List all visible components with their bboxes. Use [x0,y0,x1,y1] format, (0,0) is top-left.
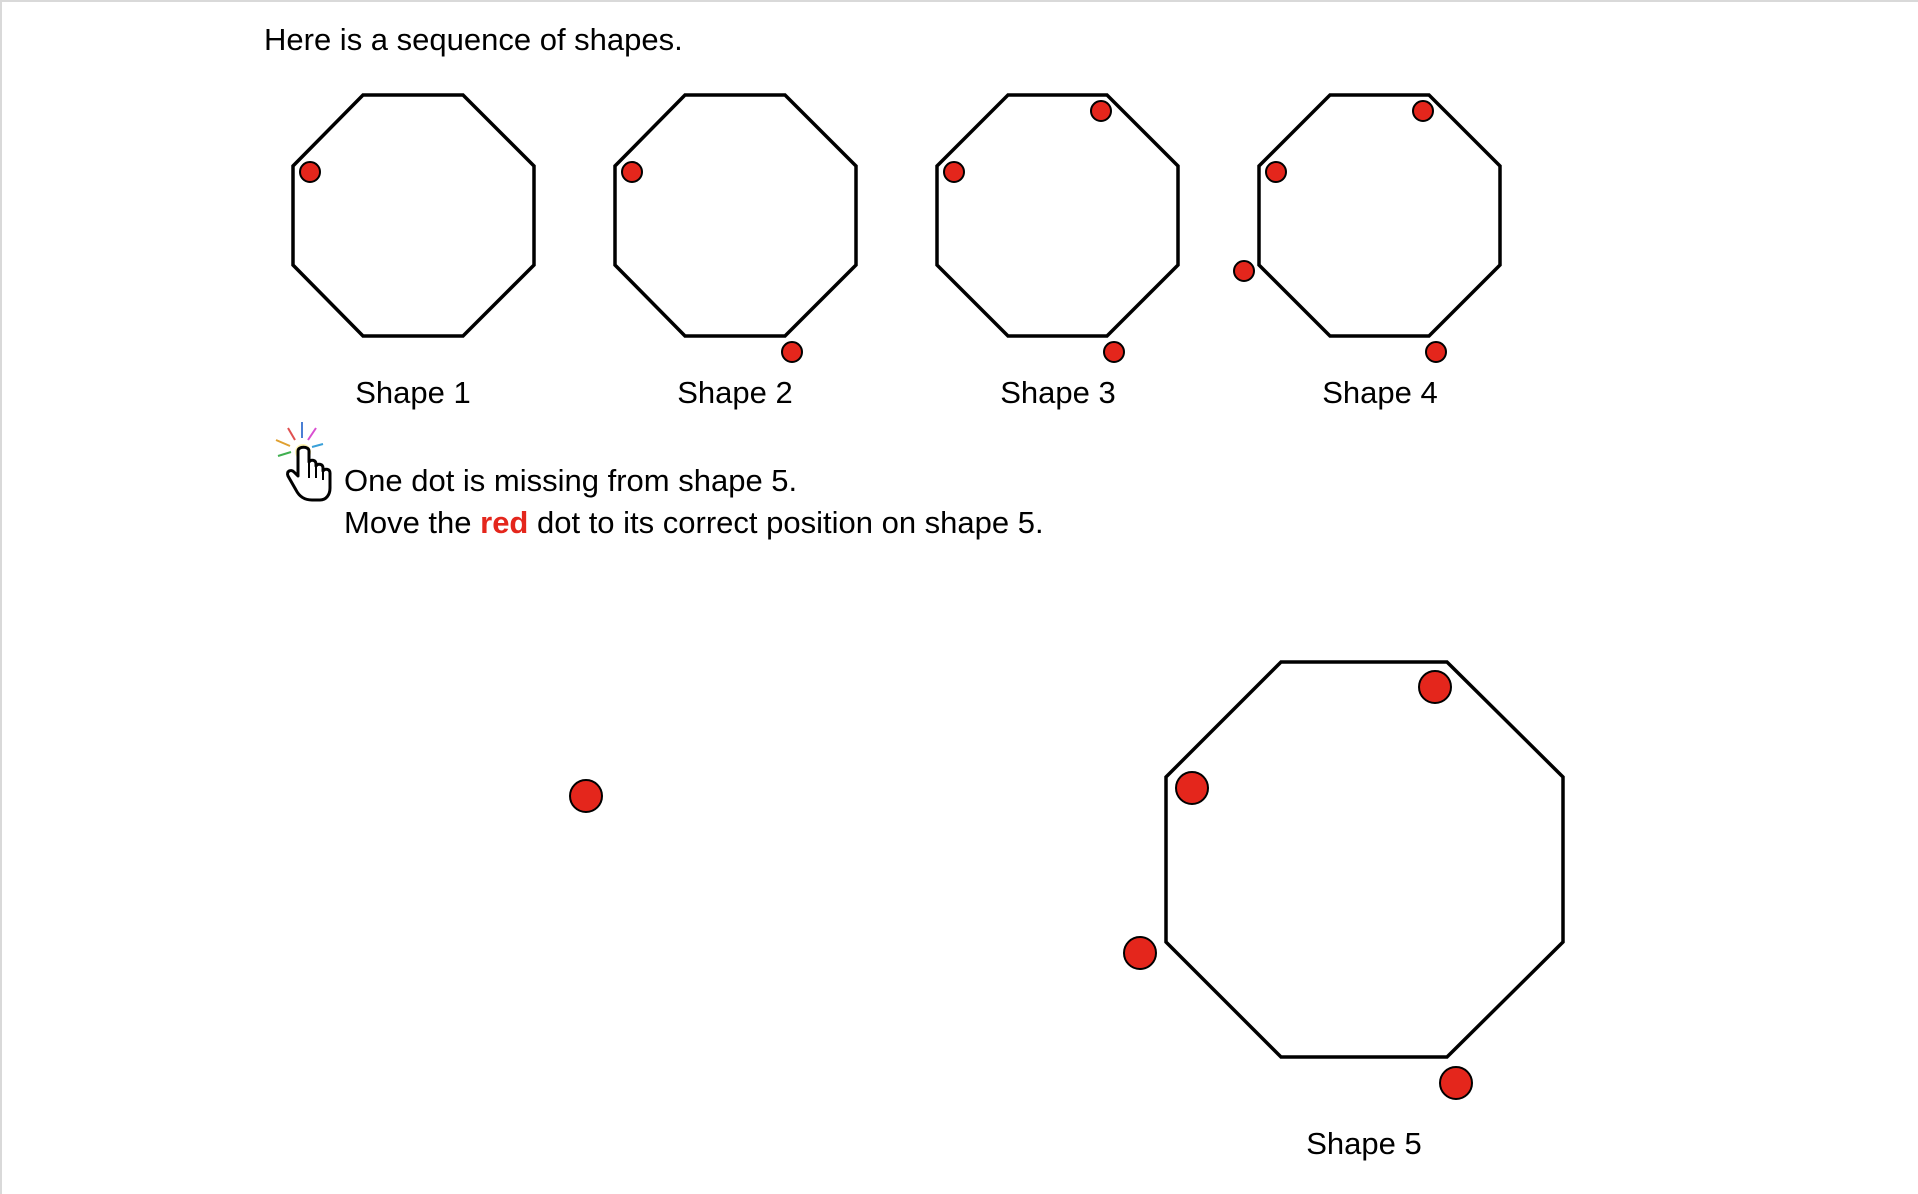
frame-left-border [0,0,2,1194]
shape-2-dot-upper-left [621,161,643,183]
instructions-line-2-end: dot to its correct position on shape 5. [528,505,1044,540]
shape-3-dot-upper-left [943,161,965,183]
draggable-red-dot[interactable] [569,779,603,813]
shape-4-label: Shape 4 [1322,375,1438,410]
shape-4: Shape 4 [1233,93,1502,410]
shape-4-dot-upper-right [1412,100,1434,122]
shape-5-dot-lower-right [1439,1066,1473,1100]
intro-text: Here is a sequence of shapes. [264,22,683,57]
shape-2: Shape 2 [613,93,858,410]
hint-pointer-icon[interactable] [268,418,336,508]
red-highlight-word: red [480,505,529,540]
instructions-line-2-start: Move the [344,505,481,540]
shape-4-octagon [1257,93,1502,338]
shape-5-dot-upper-right [1418,670,1452,704]
shape-3-octagon [935,93,1180,338]
shape-1-dot-upper-left [299,161,321,183]
instructions-text: One dot is missing from shape 5. Move th… [344,460,1044,544]
shape-5-dot-lower-left [1123,936,1157,970]
instructions-line-2: Move the red dot to its correct position… [344,502,1044,544]
sparkle-hand-icon [275,422,332,502]
shape-3-dot-lower-right [1103,341,1125,363]
shape-5[interactable]: Shape 5 [1123,660,1565,1161]
shape-4-dot-upper-left [1265,161,1287,183]
instructions-line-1: One dot is missing from shape 5. [344,463,798,498]
shape-2-octagon [613,93,858,338]
frame-top-border [0,0,1918,2]
shape-5-dot-upper-left [1175,771,1209,805]
shape-3: Shape 3 [935,93,1180,410]
shape-2-dot-lower-right [781,341,803,363]
shape-1-octagon [291,93,536,338]
shape-3-label: Shape 3 [1000,375,1116,410]
shape-5-octagon[interactable] [1164,660,1565,1059]
shape-1-label: Shape 1 [355,375,471,410]
shape-1: Shape 1 [291,93,536,410]
shape-2-label: Shape 2 [677,375,793,410]
shape-5-label: Shape 5 [1306,1126,1422,1161]
shape-4-dot-lower-left [1233,260,1255,282]
shape-3-dot-upper-right [1090,100,1112,122]
shape-4-dot-lower-right [1425,341,1447,363]
